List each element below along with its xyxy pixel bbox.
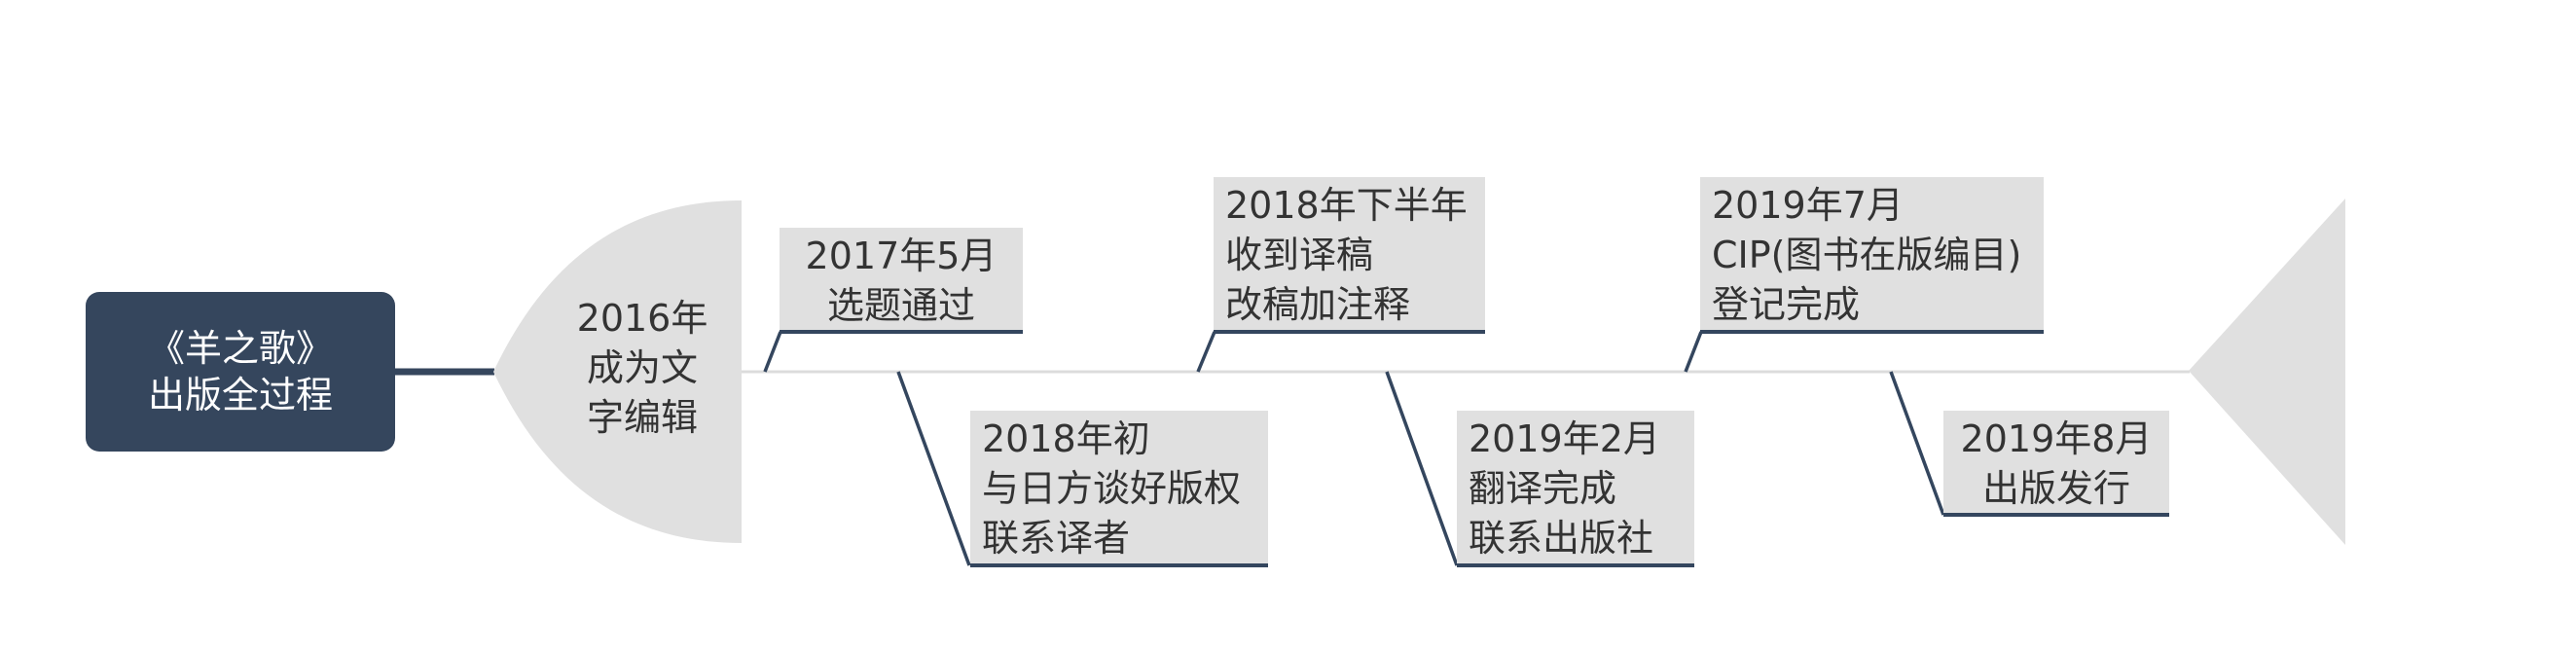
branch-2019-08 <box>1889 371 1945 516</box>
event-desc: 与日方谈好版权 <box>982 467 1242 510</box>
branch-2018-h2 <box>1196 331 1216 373</box>
root-title-line-2: 出版全过程 <box>147 374 333 417</box>
event-node-2019-08[interactable]: 2019年8月 出版发行 <box>1943 411 2169 517</box>
event-desc: 改稿加注释 <box>1225 283 1411 326</box>
event-date: 2018年初 <box>982 417 1150 460</box>
event-node-2019-02[interactable]: 2019年2月 翻译完成 联系出版社 <box>1457 411 1694 567</box>
event-desc: 联系出版社 <box>1469 517 1654 560</box>
head-line-1: 2016年 <box>576 297 708 340</box>
event-node-2019-07[interactable]: 2019年7月 CIP(图书在版编目) 登记完成 <box>1700 177 2044 334</box>
event-desc: 登记完成 <box>1712 283 1861 326</box>
branch-2019-07 <box>1684 331 1703 373</box>
root-topic[interactable]: 《羊之歌》 出版全过程 <box>86 292 395 452</box>
head-line-2: 成为文 <box>586 346 698 389</box>
event-date: 2017年5月 <box>805 235 998 277</box>
event-date: 2018年下半年 <box>1225 184 1468 227</box>
event-desc: 联系译者 <box>982 517 1131 560</box>
event-date: 2019年7月 <box>1712 184 1904 227</box>
event-date: 2019年2月 <box>1469 417 1660 460</box>
branch-2018-early <box>896 371 971 566</box>
event-node-2017-05[interactable]: 2017年5月 选题通过 <box>780 228 1023 334</box>
head-line-3: 字编辑 <box>586 396 698 439</box>
event-desc: 选题通过 <box>826 284 975 327</box>
event-desc: CIP(图书在版编目) <box>1712 234 2022 276</box>
root-title-line-1: 《羊之歌》 <box>147 327 333 370</box>
fish-head-topic[interactable]: 2016年 成为文 字编辑 <box>555 294 730 443</box>
fish-head-shape <box>493 200 742 543</box>
branch-2017-05 <box>763 331 782 373</box>
event-date: 2019年8月 <box>1960 417 2153 460</box>
branch-2019-02 <box>1385 371 1459 566</box>
fish-tail-shape <box>2189 199 2345 545</box>
event-desc: 收到译稿 <box>1225 234 1374 276</box>
event-desc: 翻译完成 <box>1469 467 1617 510</box>
event-desc: 出版发行 <box>1981 467 2130 510</box>
event-node-2018-h2[interactable]: 2018年下半年 收到译稿 改稿加注释 <box>1214 177 1485 334</box>
event-node-2018-early[interactable]: 2018年初 与日方谈好版权 联系译者 <box>970 411 1268 567</box>
